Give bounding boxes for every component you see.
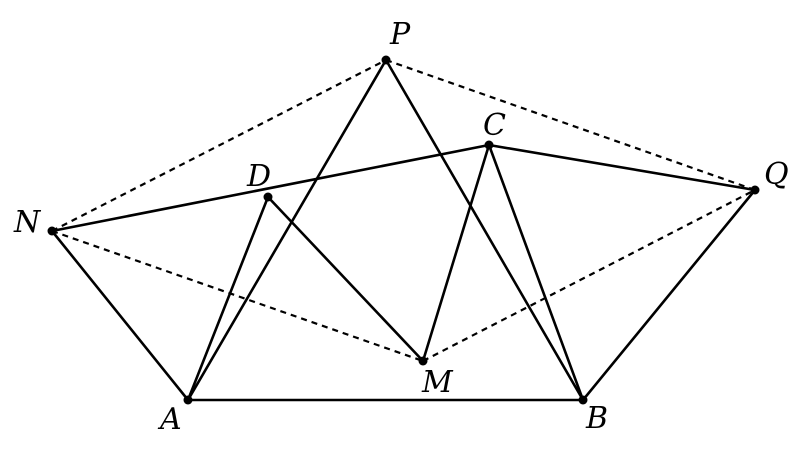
segment-CB xyxy=(487,143,585,402)
label-C: C xyxy=(483,108,506,143)
segment-DM xyxy=(266,195,425,363)
segment-NC xyxy=(50,143,491,233)
segment-BQ xyxy=(581,188,757,402)
label-M: M xyxy=(421,365,454,400)
segment-AD xyxy=(186,195,270,402)
segment-PB xyxy=(384,58,585,402)
vertex-A xyxy=(183,395,193,405)
vertex-N xyxy=(47,226,57,236)
segment-MQ xyxy=(422,189,756,362)
label-B: B xyxy=(585,401,608,436)
vertex-Q xyxy=(750,185,760,195)
vertex-M xyxy=(418,356,428,366)
label-Q: Q xyxy=(764,157,789,192)
segment-AP xyxy=(186,58,388,402)
label-N: N xyxy=(13,205,42,240)
vertex-B xyxy=(578,395,588,405)
segment-MC xyxy=(421,143,491,363)
vertex-C xyxy=(484,140,494,150)
vertex-P xyxy=(381,55,391,65)
vertex-D xyxy=(263,192,273,202)
segment-CQ xyxy=(487,143,757,192)
segment-PQ xyxy=(385,58,756,192)
label-D: D xyxy=(246,159,271,194)
segment-NA xyxy=(50,229,190,402)
segment-NM xyxy=(51,229,424,363)
segment-NP xyxy=(51,59,387,232)
label-A: A xyxy=(157,402,182,437)
label-P: P xyxy=(389,17,411,52)
